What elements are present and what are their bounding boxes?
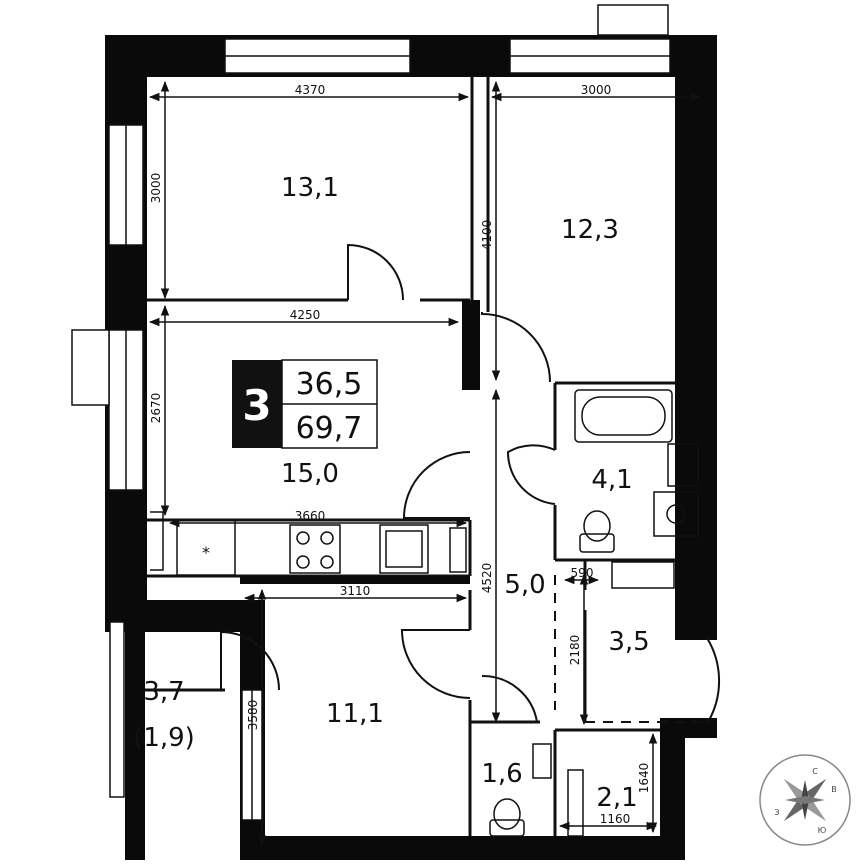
room-area-wc: 1,6: [481, 759, 522, 789]
interior-walls: [145, 77, 675, 836]
dim-3000-side: 3000: [149, 173, 163, 204]
compass-east: В: [831, 785, 837, 794]
room-area-balcony: 3,7: [143, 677, 184, 707]
windows: [71, 4, 671, 821]
dim-3110: 3110: [340, 584, 371, 598]
doors: [220, 243, 721, 723]
compass-north: С: [812, 767, 818, 776]
dim-4520: 4520: [480, 563, 494, 594]
room-area-bedroom-sw: 11,1: [326, 699, 384, 729]
dim-3660: 3660: [295, 509, 326, 523]
dimension-lines: [148, 80, 702, 847]
compass-icon: С В Ю З: [759, 754, 851, 846]
room-area-bedroom-ne: 12,3: [561, 215, 619, 245]
dim-4100: 4100: [480, 220, 494, 251]
dim-4370: 4370: [295, 83, 326, 97]
dim-3580: 3580: [246, 700, 260, 731]
compass-west: З: [774, 808, 779, 817]
area-badge: 3 36,5 69,7: [232, 359, 378, 449]
room-area-bathroom: 4,1: [591, 465, 632, 495]
badge-room-count: 3: [242, 381, 271, 430]
badge-living-area: 36,5: [296, 367, 363, 402]
thick-partitions: [240, 300, 480, 584]
dim-590: 590: [571, 566, 594, 580]
dim-1640: 1640: [637, 763, 651, 794]
dim-3000-top: 3000: [581, 83, 612, 97]
compass-south: Ю: [818, 826, 827, 835]
dim-1160: 1160: [600, 812, 631, 826]
room-area-storage: 2,1: [596, 783, 637, 813]
exterior-walls: [105, 35, 717, 860]
room-labels: 13,1 12,3 15,0 4,1 5,0 3,5 3,7 (1,9) 11,…: [133, 173, 650, 813]
dim-2180: 2180: [568, 635, 582, 666]
bathroom-fixtures: [489, 389, 699, 837]
dim-2670: 2670: [149, 393, 163, 424]
room-area-entrance: 3,5: [608, 627, 649, 657]
room-area-balcony-reduced: (1,9): [133, 723, 195, 753]
dim-4250: 4250: [290, 308, 321, 322]
room-area-bedroom-nw: 13,1: [281, 173, 339, 203]
badge-total-area: 69,7: [296, 411, 363, 446]
dimension-labels: 4370 3000 3000 4100 4250 2670 3660 4520 …: [149, 83, 651, 826]
fridge-mark: *: [202, 543, 210, 562]
room-area-hall: 5,0: [504, 570, 545, 600]
room-area-living: 15,0: [281, 459, 339, 489]
